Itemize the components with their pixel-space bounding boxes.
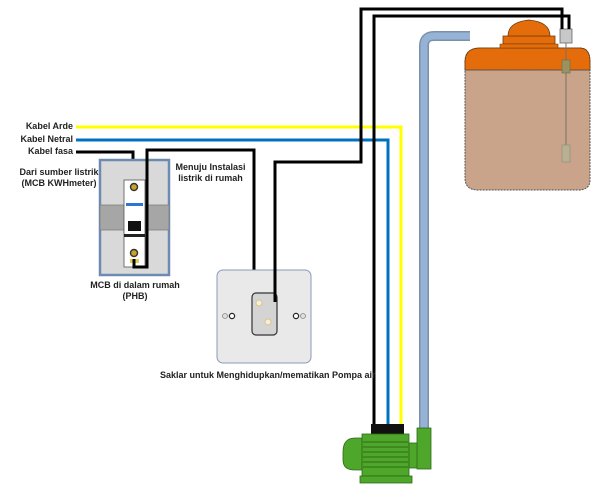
mcb-label-line2: (PHB) bbox=[122, 291, 148, 301]
phase-cable-label: Kabel fasa bbox=[27, 146, 73, 156]
house-installation-line1: Menuju Instalasi bbox=[175, 162, 246, 172]
screw-icon bbox=[292, 312, 306, 320]
mcb-label-line1: MCB di dalam rumah bbox=[90, 280, 180, 290]
mcb-bottom-terminal bbox=[129, 248, 139, 258]
source-label-line2: (MCB KWHmeter) bbox=[21, 178, 97, 188]
source-label: Dari sumber listrik (MCB KWHmeter) bbox=[14, 167, 104, 189]
water-pipe bbox=[419, 31, 470, 432]
phase-cable-float-return bbox=[372, 14, 571, 425]
earth-cable-label: Kabel Arde bbox=[25, 121, 73, 131]
phase-cable-switch-out bbox=[273, 7, 564, 302]
tank-cap bbox=[502, 35, 556, 45]
neutral-cable bbox=[76, 138, 390, 425]
house-installation-line2: listrik di rumah bbox=[178, 173, 243, 183]
mcb-top-terminal bbox=[129, 182, 139, 192]
wall-switch[interactable] bbox=[216, 269, 312, 364]
float-switch bbox=[559, 28, 573, 163]
screw-icon bbox=[222, 312, 236, 320]
mcb-panel bbox=[98, 158, 171, 277]
water-tank bbox=[464, 19, 591, 191]
mcb-label: MCB di dalam rumah (PHB) bbox=[85, 280, 185, 302]
source-label-line1: Dari sumber listrik bbox=[19, 167, 99, 177]
earth-cable bbox=[76, 125, 403, 425]
house-installation-label: Menuju Instalasi listrik di rumah bbox=[173, 162, 248, 184]
neutral-cable-label: Kabel Netral bbox=[20, 134, 73, 144]
switch-rocker[interactable] bbox=[251, 292, 278, 336]
switch-caption: Saklar untuk Menghidupkan/mematikan Pomp… bbox=[160, 370, 376, 380]
water-pump bbox=[342, 424, 432, 484]
phase-cable-to-house bbox=[132, 148, 256, 302]
